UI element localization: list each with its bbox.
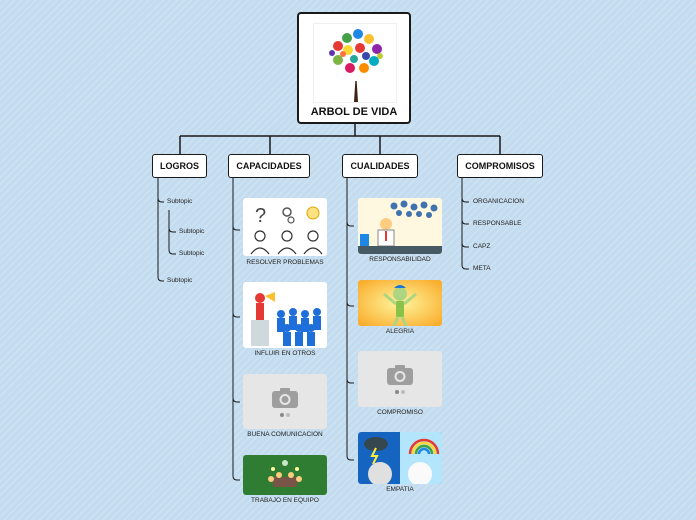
subtopic-logros-3[interactable]: Subtopic [179,250,205,257]
responsabilidad-image[interactable] [358,198,442,254]
storm-and-rainbow-heads-icon [358,432,442,484]
resolver-problemas-image[interactable]: ? [243,198,327,256]
camera-icon [272,387,298,408]
teamwork-icon [243,455,327,495]
subtopic-logros-4[interactable]: Subtopic [167,277,193,284]
compromisos-item-2[interactable]: RESPONSABLE [473,220,522,227]
cualidades-item-2: ALEGRIA [385,328,415,335]
capacidades-item-2: INFLUIR EN OTROS [254,350,316,357]
trabajo-en-equipo-image[interactable] [243,455,327,495]
thinking-people-icon: ? [250,205,323,255]
compromisos-item-3[interactable]: CAPZ [473,243,491,250]
central-topic[interactable]: ARBOL DE VIDA [297,12,411,124]
buena-comunicacion-image-placeholder[interactable] [243,374,327,429]
leader-megaphone-icon [251,292,321,346]
branch-compromisos[interactable]: COMPROMISOS [457,154,543,178]
tree-of-life-image [313,23,397,103]
subtopic-logros-2[interactable]: Subtopic [179,228,205,235]
branch-cualidades[interactable]: CUALIDADES [342,154,418,178]
capacidades-item-4: TRABAJO EN EQUIPO [251,497,319,504]
capacidades-item-1: RESOLVER PROBLEMAS [246,259,324,266]
pager-dots-icon [280,412,290,417]
branch-logros[interactable]: LOGROS [152,154,207,178]
cualidades-item-4: EMPATIA [386,486,414,493]
camera-icon [387,365,413,385]
capacidades-item-3: BUENA COMUNICACION [247,431,323,438]
alegria-image[interactable] [358,280,442,326]
pager-dots-icon [395,390,405,394]
tree-of-life-icon [329,27,383,102]
cualidades-item-3: COMPROMISO [377,409,423,416]
office-worker-icon [358,198,442,254]
influir-en-otros-image[interactable] [243,282,327,348]
empatia-image[interactable] [358,432,442,484]
compromisos-item-4[interactable]: META [473,265,491,272]
joy-character-icon [358,280,442,326]
branch-capacidades[interactable]: CAPACIDADES [228,154,310,178]
subtopic-logros-1[interactable]: Subtopic [167,198,193,205]
cualidades-item-1: RESPONSABILIDAD [369,256,431,263]
central-topic-title: ARBOL DE VIDA [310,106,398,118]
compromisos-item-1[interactable]: ORGANICACION [473,198,524,205]
compromiso-image-placeholder[interactable] [358,351,442,407]
svg-text:?: ? [255,205,266,227]
